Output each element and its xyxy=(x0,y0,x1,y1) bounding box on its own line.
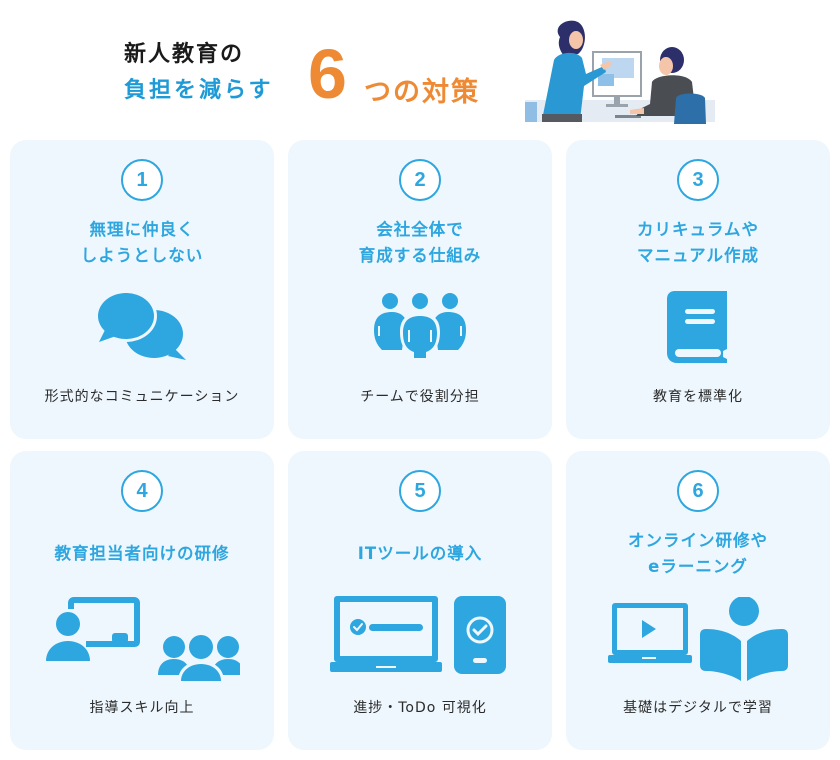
card-title-line: マニュアル作成 xyxy=(636,246,759,265)
card-caption: 教育を標準化 xyxy=(653,389,743,405)
two-people-at-computer-illustration xyxy=(520,12,730,130)
step-number-badge: 3 xyxy=(677,159,719,201)
book-icon xyxy=(566,291,830,363)
card-caption: チームで役割分担 xyxy=(360,389,480,405)
card-caption: 指導スキル向上 xyxy=(89,700,195,716)
card-2: 2 会社全体で 育成する仕組み チームで役割分担 xyxy=(288,140,552,439)
card-title-line: しようとしない xyxy=(80,246,204,265)
card-title-line: 教育担当者向けの研修 xyxy=(54,544,230,563)
card-title-line: オンライン研修や xyxy=(628,531,768,550)
card-caption: 基礎はデジタルで学習 xyxy=(623,700,773,716)
title-suffix: つの対策 xyxy=(364,77,480,108)
card-title-line: カリキュラムや xyxy=(636,220,759,239)
card-caption: 形式的なコミュニケーション xyxy=(44,389,240,405)
card-title-line: ITツールの導入 xyxy=(357,544,483,563)
title-line-1: 新人教育の xyxy=(124,42,245,67)
card-1: 1 無理に仲良く しようとしない 形式的なコミュニケーション xyxy=(10,140,274,439)
card-title-line: 会社全体で xyxy=(376,220,464,239)
card-title: 会社全体で 育成する仕組み xyxy=(288,217,552,269)
card-title: ITツールの導入 xyxy=(288,541,552,567)
card-3: 3 カリキュラムや マニュアル作成 教育を標準化 xyxy=(566,140,830,439)
video-laptop-reading-person-icon xyxy=(566,597,830,681)
card-5: 5 ITツールの導入 進捗・ToDo 可視化 xyxy=(288,451,552,750)
card-6: 6 オンライン研修や eラーニング 基礎はデジタルで学習 xyxy=(566,451,830,750)
card-title: オンライン研修や eラーニング xyxy=(566,528,830,580)
step-number-badge: 2 xyxy=(399,159,441,201)
laptop-smartphone-check-icon xyxy=(288,596,552,674)
card-title: 無理に仲良く しようとしない xyxy=(10,217,274,269)
header: 新人教育の 負担を減らす 6 つの対策 xyxy=(0,0,840,130)
step-number-badge: 4 xyxy=(121,470,163,512)
speech-bubbles-icon xyxy=(10,288,274,364)
step-number-badge: 1 xyxy=(121,159,163,201)
card-caption: 進捗・ToDo 可視化 xyxy=(353,700,487,716)
team-group-icon xyxy=(288,292,552,362)
title-line-2: 負担を減らす xyxy=(124,78,274,103)
step-number-badge: 5 xyxy=(399,470,441,512)
presenter-whiteboard-audience-icon xyxy=(10,597,274,681)
card-title-line: 育成する仕組み xyxy=(358,246,482,265)
step-number-badge: 6 xyxy=(677,470,719,512)
card-title: 教育担当者向けの研修 xyxy=(10,541,274,567)
title-number: 6 xyxy=(308,35,347,113)
card-title-line: eラーニング xyxy=(648,557,748,576)
card-4: 4 教育担当者向けの研修 指導スキル向上 xyxy=(10,451,274,750)
card-title-line: 無理に仲良く xyxy=(89,220,195,239)
card-title: カリキュラムや マニュアル作成 xyxy=(566,217,830,269)
